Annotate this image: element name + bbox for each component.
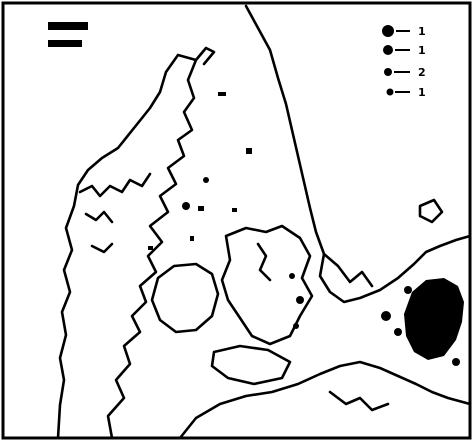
find-spot: [296, 296, 304, 304]
island-anholt: [218, 92, 226, 96]
baltic-lagoon: [328, 390, 390, 412]
legend: 1 1 2 1: [382, 25, 426, 99]
fjord-inlet-1: [84, 210, 114, 224]
legend-label-3: 2: [418, 66, 426, 79]
title-line-2: [48, 40, 82, 47]
find-spot: [381, 311, 391, 321]
find-spot: [293, 323, 299, 329]
island-small-4: [148, 246, 153, 250]
baltic-south-coast: [178, 360, 472, 440]
isefjord: [256, 242, 272, 282]
legend-large-dot: [382, 25, 394, 37]
jutland-coast: [56, 53, 198, 440]
coastlines: [56, 4, 472, 440]
fjord-inlet-2: [90, 242, 114, 254]
skagen-spit: [194, 46, 216, 66]
find-spots: [182, 177, 464, 366]
find-spot-cluster: [404, 278, 464, 360]
title-line-1: [48, 22, 88, 30]
lolland-falster: [210, 344, 292, 386]
legend-small-dot: [384, 68, 392, 76]
zealand-coast: [220, 224, 314, 346]
legend-label-4: 1: [418, 86, 426, 99]
find-spot: [203, 177, 209, 183]
island-small-3: [190, 236, 194, 241]
island-small-1: [246, 148, 252, 154]
sweden-west-coast: [244, 4, 472, 304]
legend-label-2: 1: [418, 44, 426, 57]
island-samso: [198, 206, 204, 211]
island-small-2: [232, 208, 237, 212]
funen-coast: [150, 262, 220, 334]
find-spot: [404, 286, 412, 294]
legend-label-1: 1: [418, 25, 426, 38]
title-block: [48, 22, 88, 47]
legend-medium-dot: [383, 45, 393, 55]
find-spot: [394, 328, 402, 336]
find-spot: [182, 202, 190, 210]
legend-tiny-dot: [386, 88, 394, 96]
find-spot: [452, 358, 460, 366]
small-islands: [148, 92, 252, 250]
island-east: [418, 198, 444, 224]
sweden-south-coast: [322, 252, 374, 288]
limfjord: [78, 172, 152, 198]
find-spot: [289, 273, 295, 279]
